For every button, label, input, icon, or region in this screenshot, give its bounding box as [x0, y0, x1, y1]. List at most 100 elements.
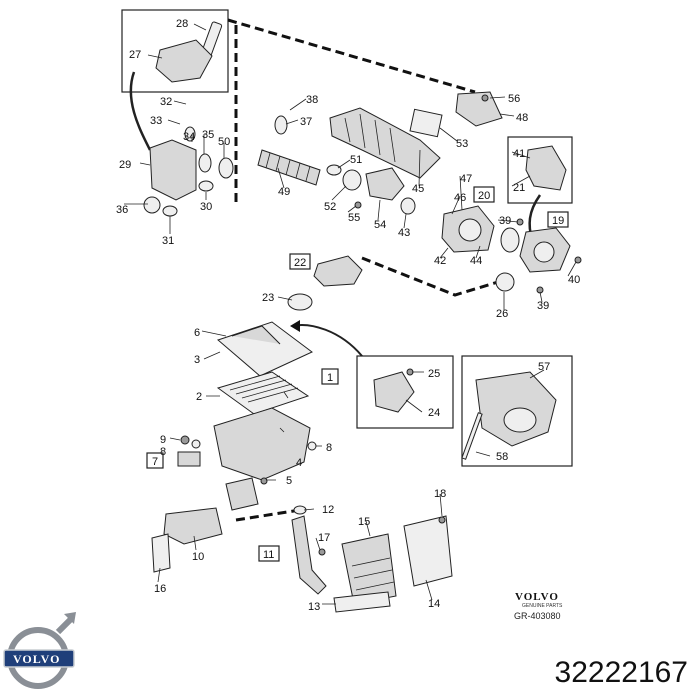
callout-6: 6 — [194, 327, 200, 339]
connector-arrowhead — [290, 320, 300, 332]
part-ring-23 — [287, 293, 313, 311]
callout-40: 40 — [568, 274, 580, 286]
part-bracket-7 — [177, 451, 201, 467]
callout-4: 4 — [296, 457, 302, 469]
callout-8-left: 8 — [160, 446, 166, 458]
callout-2: 2 — [196, 391, 202, 403]
part-ring-52 — [342, 169, 362, 191]
callout-3: 3 — [194, 354, 200, 366]
logo-wordmark: VOLVO — [13, 652, 60, 666]
svg-text:19: 19 — [552, 215, 564, 227]
boxed-label-19: 19 — [547, 211, 569, 228]
part-throttle-bore — [458, 218, 482, 242]
callout-31: 31 — [162, 235, 174, 247]
svg-text:22: 22 — [294, 257, 306, 269]
part-elbow-port — [503, 407, 537, 433]
callout-15: 15 — [358, 516, 370, 528]
boxed-label-7: 7 — [146, 452, 164, 469]
part-resonator-ribs — [351, 557, 395, 591]
part-cover-rib — [231, 325, 281, 345]
part-filter-2 — [216, 371, 310, 415]
part-grommet-8b — [307, 441, 317, 451]
part-sensor-24 — [373, 371, 415, 413]
part-clip-38 — [274, 115, 288, 135]
part-actuator-41 — [525, 145, 567, 191]
part-gasket-44 — [500, 227, 520, 253]
part-bolt-58 — [461, 412, 483, 460]
callout-54: 54 — [374, 219, 386, 231]
callout-18: 18 — [434, 488, 446, 500]
callout-58: 58 — [496, 451, 508, 463]
callout-53: 53 — [456, 138, 468, 150]
dashed-link-top — [227, 18, 476, 94]
part-screw-55 — [354, 201, 362, 209]
part-screw-18 — [438, 516, 446, 524]
stamp-brand: VOLVO — [515, 591, 559, 603]
callout-39-lower: 39 — [537, 300, 549, 312]
callout-8-right: 8 — [326, 442, 332, 454]
boxed-label-22: 22 — [289, 253, 311, 270]
part-intake-assembly-45 — [329, 107, 441, 179]
part-ring-31 — [162, 205, 178, 217]
callout-10: 10 — [192, 551, 204, 563]
part-resonator-15 — [341, 533, 397, 605]
callout-42: 42 — [434, 255, 446, 267]
part-housing-48 — [455, 91, 503, 127]
callout-57: 57 — [538, 361, 550, 373]
callout-35: 35 — [202, 129, 214, 141]
part-ring-30 — [198, 180, 214, 192]
callout-36: 36 — [116, 204, 128, 216]
leader-lines — [124, 23, 577, 605]
part-corrugated-pipe-49 — [257, 149, 321, 186]
callout-49: 49 — [278, 186, 290, 198]
callout-43: 43 — [398, 227, 410, 239]
part-gasket-53 — [409, 108, 443, 138]
dashed-link-lower — [235, 508, 301, 522]
callout-30: 30 — [200, 201, 212, 213]
callout-5: 5 — [286, 475, 292, 487]
part-filter-pleats — [229, 375, 299, 403]
callout-26: 26 — [496, 308, 508, 320]
inset-frame-sensor — [121, 9, 229, 93]
part-number: 32222167 — [554, 656, 688, 689]
callout-21: 21 — [513, 182, 525, 194]
part-clamp-36 — [143, 196, 161, 214]
connector-sensor — [129, 71, 152, 151]
callout-51: 51 — [350, 154, 362, 166]
callout-52: 52 — [324, 201, 336, 213]
part-screw-17 — [318, 548, 326, 556]
part-ring-43 — [400, 197, 416, 215]
stamp-reference: GR-403080 — [514, 611, 561, 621]
callout-28: 28 — [176, 18, 188, 30]
part-hose-22 — [313, 255, 363, 287]
part-throttle-19-bore — [533, 241, 555, 263]
volvo-iron-mark-icon: VOLVO — [3, 612, 76, 689]
callout-44: 44 — [470, 255, 482, 267]
callout-48: 48 — [516, 112, 528, 124]
boxed-label-20: 20 — [473, 186, 495, 203]
callout-55: 55 — [348, 212, 360, 224]
callout-56: 56 — [508, 93, 520, 105]
callout-47: 47 — [460, 173, 472, 185]
part-sensor-27 — [155, 39, 213, 83]
part-throttle-54 — [365, 167, 405, 201]
inset-frame-57 — [461, 355, 573, 467]
boxed-label-11: 11 — [258, 545, 280, 562]
svg-text:11: 11 — [263, 549, 274, 561]
callout-14: 14 — [428, 598, 440, 610]
part-ring-50 — [218, 157, 234, 179]
callout-34: 34 — [183, 131, 195, 143]
part-base-13 — [333, 591, 391, 613]
callout-37: 37 — [300, 116, 312, 128]
inset-frame-24 — [356, 355, 454, 429]
callout-39-upper: 39 — [499, 215, 511, 227]
part-airbox-lower-4 — [213, 407, 311, 481]
part-ring-51 — [326, 164, 342, 176]
callout-25: 25 — [428, 368, 440, 380]
part-gasket-26 — [495, 272, 515, 292]
callout-23: 23 — [262, 292, 274, 304]
callout-9: 9 — [160, 434, 166, 446]
callout-27: 27 — [129, 49, 141, 61]
part-screw-56 — [481, 94, 489, 102]
